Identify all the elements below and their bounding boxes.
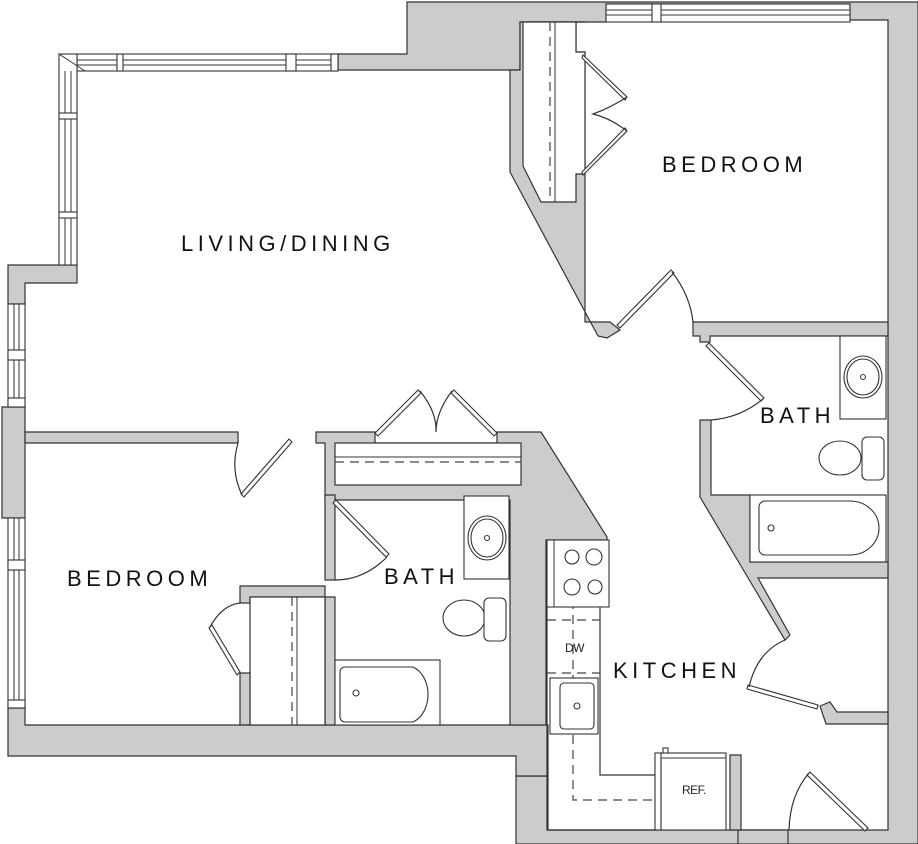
closet-bedroom1 [522, 21, 586, 203]
label-refrigerator: REF. [682, 783, 706, 797]
bath1-tub [749, 494, 887, 563]
door-hall-closet[interactable] [746, 639, 819, 710]
door-bedroom1[interactable] [616, 269, 694, 329]
kitchen-range [546, 539, 610, 608]
window-bedroom-top [605, 3, 851, 23]
label-bedroom-1: BEDROOM [662, 152, 807, 177]
window-living-left [58, 53, 86, 266]
closet-linen [334, 442, 522, 486]
window-bedroom-left [7, 517, 26, 709]
exterior-wall-left-upper [7, 264, 78, 305]
label-bath-1: BATH [760, 403, 835, 428]
door-entry[interactable] [788, 771, 869, 832]
window-living-left-lower [7, 303, 26, 408]
bath1-vanity [839, 335, 887, 420]
label-bedroom-2: BEDROOM [67, 566, 212, 591]
label-dishwasher: DW [565, 641, 585, 655]
door-bath2[interactable] [332, 499, 390, 581]
kitchen-counter [546, 540, 655, 831]
door-bedroom2[interactable] [234, 438, 293, 498]
bath1-toilet [818, 436, 885, 481]
door-bath1[interactable] [705, 342, 765, 421]
bath2-toilet [442, 597, 507, 642]
wall-bath2-left [324, 494, 336, 581]
bath2-tub [334, 659, 441, 726]
label-kitchen: KITCHEN [613, 658, 741, 683]
wall-ref-side [729, 754, 742, 831]
wall-bedroom1-bath [692, 321, 889, 343]
door-linen-closet[interactable] [374, 389, 498, 437]
refrigerator [654, 747, 727, 831]
exterior-wall-left-middle [1, 406, 26, 519]
wall-hall-closet [819, 701, 889, 725]
door-bedroom1-closet[interactable] [581, 54, 628, 177]
wall-bath-kitchen-diagonal [699, 419, 889, 641]
wall-entry-jamb [737, 829, 789, 844]
wall-living-bedroom2 [24, 431, 239, 444]
window-living-top [76, 53, 339, 72]
closet-bedroom2 [249, 596, 326, 726]
bath2-vanity [463, 495, 510, 580]
label-bath-2: BATH [384, 564, 459, 589]
door-bedroom2-closet[interactable] [208, 602, 241, 676]
label-living-dining: LIVING/DINING [181, 231, 395, 256]
kitchen-sink [549, 677, 599, 735]
